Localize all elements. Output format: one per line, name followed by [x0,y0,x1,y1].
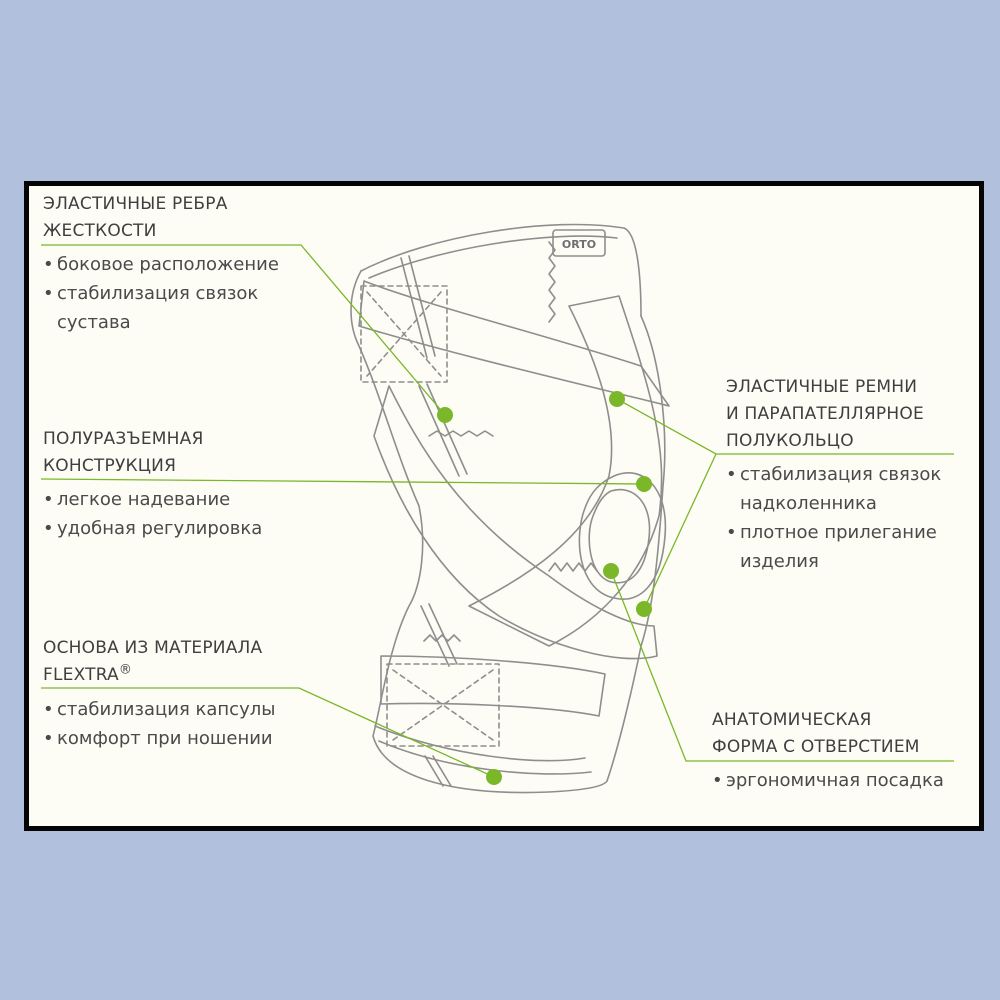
callout-title-line: ЖЕСТКОСТИ [43,218,228,245]
bullet-item: •комфорт при ношении [43,724,275,753]
callout-title-line: КОНСТРУКЦИЯ [43,453,203,480]
callout-ribs-title: ЭЛАСТИЧНЫЕ РЕБРА ЖЕСТКОСТИ [43,191,228,245]
bullet-item: •стабилизация капсулы [43,695,275,724]
callout-ribs-bullets: •боковое расположение •стабилизация связ… [43,250,279,337]
stay-rib-2 [419,384,467,476]
marker-dot-anatomic [603,563,619,579]
bullet-item: •стабилизация связок [726,460,941,489]
callout-title-line: ЭЛАСТИЧНЫЕ РЕБРА [43,191,228,218]
callout-title-line: АНАТОМИЧЕСКАЯ [712,707,920,734]
marker-dot-base [486,769,502,785]
marker-dot-straps [609,391,625,407]
patella-opening [589,490,649,583]
marker-dot-ribs [437,407,453,423]
bullet-item: •плотное прилегание [726,518,941,547]
marker-dot-split [636,476,652,492]
brand-logo: ORTO [562,238,596,251]
callout-split-bullets: •легкое надевание •удобная регулировка [43,485,262,543]
bullet-continuation: изделия [726,547,941,576]
callout-title-line: ЭЛАСТИЧНЫЕ РЕМНИ [726,374,924,401]
upper-strap [359,281,669,406]
callout-split-title: ПОЛУРАЗЪЕМНАЯ КОНСТРУКЦИЯ [43,426,203,480]
cross-strap-a [469,296,662,646]
bullet-continuation: надколенника [726,489,941,518]
bullet-item: •эргономичная посадка [712,766,944,795]
zigzag-seam-1 [549,242,555,322]
marker-dot-ring [636,601,652,617]
bullet-item: •стабилизация связок [43,279,279,308]
brace-top-rim [361,225,641,316]
callout-title-line: ПОЛУКОЛЬЦО [726,428,924,455]
callout-title-line: FLEXTRA® [43,662,262,689]
callout-title-line: ФОРМА С ОТВЕРСТИЕМ [712,734,920,761]
zigzag-seam-3 [549,563,597,571]
zigzag-seam-4 [424,635,460,641]
callout-title-line: ПОЛУРАЗЪЕМНАЯ [43,426,203,453]
registered-mark: ® [119,662,132,677]
zigzag-seam-2 [429,431,493,436]
cross-strap-b [374,386,657,659]
brace-right-outline [607,316,665,781]
diagram-panel: ORTO ЭЛАСТИЧНЫЕ РЕБРА ЖЕСТКОСТИ •боковое… [24,181,984,831]
callout-base-bullets: •стабилизация капсулы •комфорт при ношен… [43,695,275,753]
bullet-item: •удобная регулировка [43,514,262,543]
leader-straps-ring [644,454,716,609]
bullet-item: •легкое надевание [43,485,262,514]
callout-anatomic-title: АНАТОМИЧЕСКАЯ ФОРМА С ОТВЕРСТИЕМ [712,707,920,761]
callout-base-title: ОСНОВА ИЗ МАТЕРИАЛА FLEXTRA® [43,635,262,689]
bullet-item: •боковое расположение [43,250,279,279]
callout-title-line: ОСНОВА ИЗ МАТЕРИАЛА [43,635,262,662]
bullet-continuation: сустава [43,308,279,337]
callout-title-line: И ПАРАПАТЕЛЛЯРНОЕ [726,401,924,428]
callout-straps-bullets: •стабилизация связок надколенника •плотн… [726,460,941,576]
callout-anatomic-bullets: •эргономичная посадка [712,766,944,795]
callout-straps-title: ЭЛАСТИЧНЫЕ РЕМНИ И ПАРАПАТЕЛЛЯРНОЕ ПОЛУК… [726,374,924,455]
brace-bottom-rim [375,726,585,761]
